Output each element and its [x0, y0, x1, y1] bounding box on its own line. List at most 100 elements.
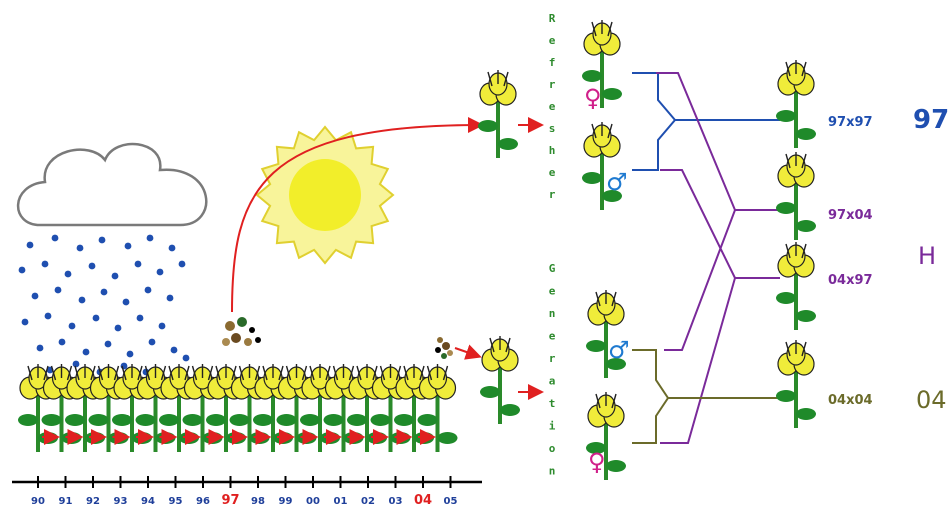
- year-label: 98: [251, 496, 265, 507]
- arrow-04-to-refresher: [454, 344, 482, 360]
- rain-drop: [78, 296, 86, 304]
- cross-label: 04x04: [828, 393, 873, 408]
- group-label: H: [918, 242, 936, 270]
- rain-drop: [146, 234, 154, 242]
- year-label: 95: [169, 496, 183, 507]
- refresher-plant-97: [476, 68, 520, 160]
- rain-drop: [111, 272, 119, 280]
- rain-drop: [156, 268, 164, 276]
- timeline-ticks: [37, 476, 452, 488]
- rain-drop: [82, 348, 90, 356]
- vertical-letter: e: [549, 166, 556, 179]
- rain-drop: [54, 286, 62, 294]
- seed-pile-97: [222, 317, 261, 346]
- year-label: 93: [114, 496, 128, 507]
- group-label: 97: [913, 105, 949, 135]
- rain-drop: [21, 318, 29, 326]
- vertical-letter: e: [549, 330, 556, 343]
- year-label: 03: [389, 496, 403, 507]
- vertical-letter: s: [549, 122, 556, 135]
- rain-drop: [144, 286, 152, 294]
- rain-drop: [114, 324, 122, 332]
- cross-label: 97x04: [828, 208, 873, 223]
- seed-pile-04: [435, 337, 453, 359]
- rain-drop: [51, 234, 59, 242]
- rain-drop: [148, 338, 156, 346]
- rain-drops: [18, 234, 190, 376]
- rain-drop: [166, 294, 174, 302]
- cloud-icon: [16, 142, 208, 227]
- year-label: 90: [31, 496, 45, 507]
- year-label: 04: [414, 493, 432, 508]
- rain-drop: [158, 322, 166, 330]
- male-symbol: ♂: [608, 336, 630, 364]
- vertical-letter: n: [549, 307, 556, 320]
- rain-drop: [92, 314, 100, 322]
- year-label: 94: [141, 496, 155, 507]
- vertical-letter: r: [549, 352, 556, 365]
- vertical-letter: a: [549, 375, 556, 388]
- rain-drop: [170, 346, 178, 354]
- sun-icon: [255, 125, 395, 265]
- vertical-letter: R: [549, 12, 556, 25]
- rain-drop: [41, 260, 49, 268]
- year-label: 97: [221, 493, 239, 508]
- field-plants: [16, 362, 460, 454]
- vertical-letter: r: [549, 78, 556, 91]
- rain-drop: [134, 260, 142, 268]
- offspring-plant-97x04: [774, 150, 818, 242]
- year-label: 92: [86, 496, 100, 507]
- rain-drop: [76, 244, 84, 252]
- year-label: 02: [361, 496, 375, 507]
- rain-drop: [98, 236, 106, 244]
- year-label: 99: [279, 496, 293, 507]
- vertical-letter: t: [549, 397, 556, 410]
- rain-drop: [104, 340, 112, 348]
- vertical-letter: f: [549, 56, 556, 69]
- parent-plant-04-male: [584, 288, 628, 380]
- rain-drop: [136, 314, 144, 322]
- rain-drop: [126, 350, 134, 358]
- cross-lines-97x04: [656, 72, 780, 351]
- year-label: 96: [196, 496, 210, 507]
- rain-drop: [26, 241, 34, 249]
- year-label: 01: [334, 496, 348, 507]
- rain-drop: [44, 312, 52, 320]
- rain-drop: [88, 262, 96, 270]
- arrow-97-to-refresher: [231, 117, 484, 313]
- female-symbol: ♀: [584, 84, 602, 112]
- rain-drop: [18, 266, 26, 274]
- offspring-plant-04x04: [774, 338, 818, 430]
- vertical-letter: e: [549, 285, 556, 298]
- offspring-plant-04x97: [774, 240, 818, 332]
- year-label: 00: [306, 496, 320, 507]
- rain-drop: [72, 360, 80, 368]
- refresher-plant-04: [478, 334, 522, 426]
- rain-drop: [122, 298, 130, 306]
- offspring-plant-97x97: [774, 58, 818, 150]
- rain-drop: [124, 242, 132, 250]
- vertical-letter: i: [549, 420, 556, 433]
- cross-label: 04x97: [828, 273, 873, 288]
- cross-lines-97x97: [632, 72, 780, 171]
- vertical-letter: G: [549, 262, 556, 275]
- rain-drop: [120, 362, 128, 370]
- female-symbol: ♀: [588, 448, 606, 476]
- vertical-letter: e: [549, 100, 556, 113]
- rain-drop: [168, 244, 176, 252]
- cross-lines-04x97: [660, 169, 780, 444]
- male-symbol: ♂: [606, 168, 628, 196]
- rain-drop: [68, 322, 76, 330]
- vertical-letter: e: [549, 34, 556, 47]
- rain-drop: [182, 354, 190, 362]
- rain-drop: [178, 260, 186, 268]
- vertical-letter: o: [549, 442, 556, 455]
- vertical-letter: n: [549, 465, 556, 478]
- vertical-letter: r: [549, 188, 556, 201]
- group-label: 04: [916, 386, 947, 414]
- year-label: 91: [59, 496, 73, 507]
